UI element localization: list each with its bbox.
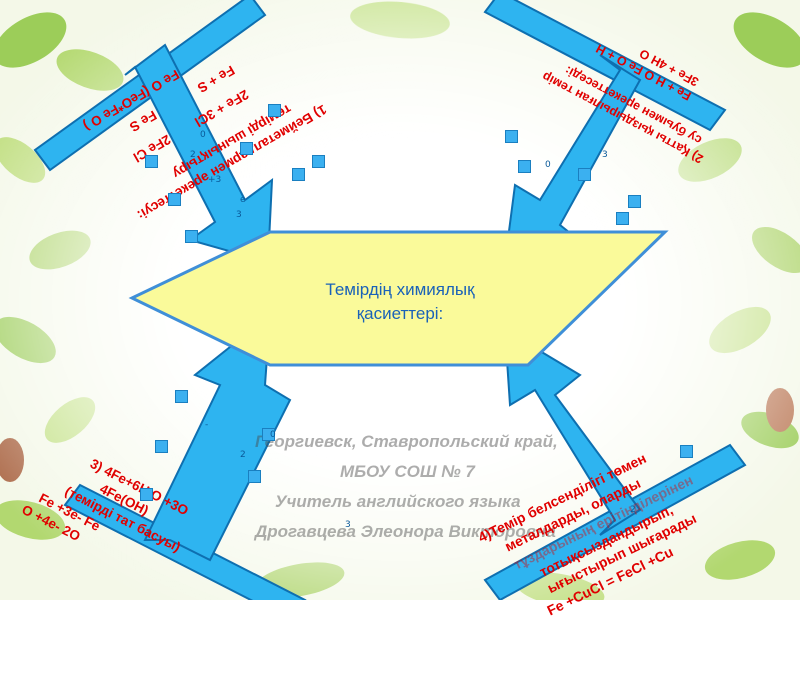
oxidation-marker xyxy=(175,390,188,403)
watermark-line-2: МБОУ СОШ № 7 xyxy=(340,462,475,482)
small-number: +3 xyxy=(208,175,221,185)
small-number: 2 xyxy=(630,505,636,515)
oxidation-marker xyxy=(292,168,305,181)
oxidation-marker xyxy=(248,470,261,483)
small-number: 0 xyxy=(270,430,276,440)
title-line-1: Темірдің химиялық xyxy=(270,278,530,302)
oxidation-marker xyxy=(680,445,693,458)
small-number: 2 xyxy=(190,150,196,160)
watermark-line-3: Учитель английского языка xyxy=(275,492,521,512)
watermark-line-1: Георгиевск, Ставропольский край, xyxy=(255,432,558,452)
oxidation-marker xyxy=(312,155,325,168)
oxidation-marker xyxy=(505,130,518,143)
oxidation-marker xyxy=(145,155,158,168)
small-number: 3 xyxy=(345,520,351,530)
small-number: e xyxy=(240,195,246,205)
small-number: 0 xyxy=(200,130,206,140)
oxidation-marker xyxy=(578,168,591,181)
diagram-title: Темірдің химиялық қасиеттері: xyxy=(270,278,530,326)
oxidation-marker xyxy=(155,440,168,453)
oxidation-marker xyxy=(168,193,181,206)
oxidation-marker xyxy=(616,212,629,225)
tl-line-6: Fe S xyxy=(126,106,160,136)
oxidation-marker xyxy=(240,142,253,155)
small-number: - xyxy=(205,420,208,430)
oxidation-marker xyxy=(185,230,198,243)
small-number: 3 xyxy=(602,150,608,160)
small-number: 3 xyxy=(236,210,242,220)
oxidation-marker xyxy=(140,488,153,501)
oxidation-marker xyxy=(518,160,531,173)
small-number: 2 xyxy=(240,450,246,460)
oxidation-marker xyxy=(268,104,281,117)
title-line-2: қасиеттері: xyxy=(270,302,530,326)
oxidation-marker xyxy=(628,195,641,208)
small-number: 0 xyxy=(545,160,551,170)
